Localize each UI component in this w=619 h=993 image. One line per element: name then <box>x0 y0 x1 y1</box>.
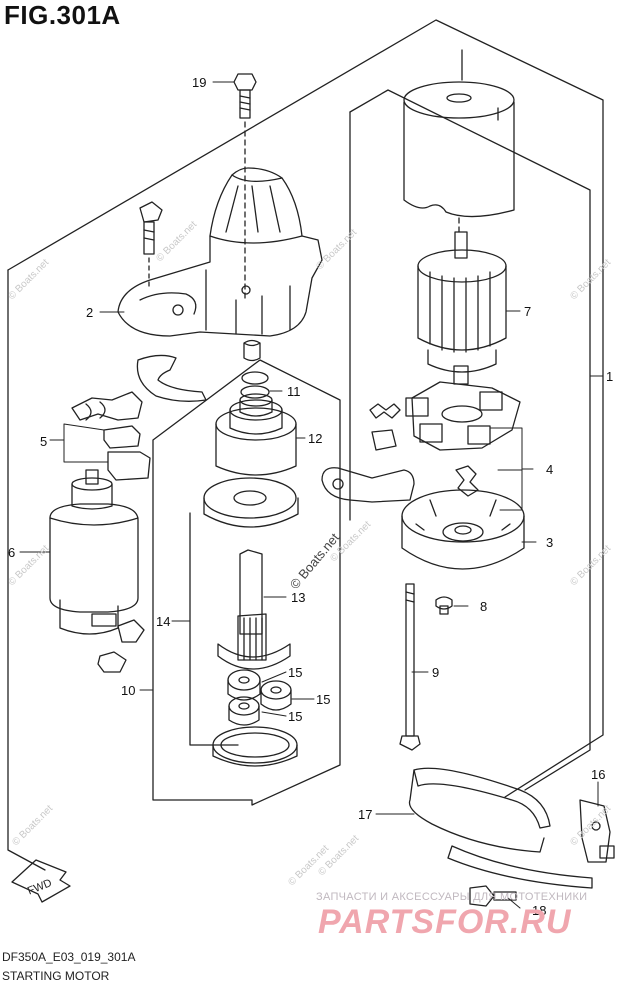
fwd-arrow-icon <box>11 859 71 903</box>
part-13-drive-shaft <box>217 549 291 670</box>
callout-15c: 15 <box>288 709 302 724</box>
part-4-brush-holder <box>321 381 521 503</box>
watermark: © Boats.net <box>568 543 613 588</box>
part-8-screw <box>435 596 453 615</box>
shop-logo: PARTSFOR.RU <box>318 903 572 941</box>
callout-4: 4 <box>546 462 553 477</box>
part-15-planetary-gears <box>227 669 292 726</box>
callout-5: 5 <box>40 434 47 449</box>
figure-code: DF350A_E03_019_301A <box>2 950 136 964</box>
motor-yoke <box>403 81 515 218</box>
clutch-housing <box>203 477 299 528</box>
solenoid-screw <box>139 201 163 255</box>
motor-outline <box>349 89 591 791</box>
part-16-bracket <box>579 799 615 863</box>
internal-gear-ring <box>212 726 298 767</box>
part-9-through-bolt <box>399 583 421 751</box>
clutch-bracket <box>189 512 239 746</box>
watermark: © Boats.net <box>154 219 199 264</box>
watermark: © Boats.net <box>314 227 359 272</box>
callout-12: 12 <box>308 431 322 446</box>
part-2-housing <box>117 167 323 337</box>
figure-subtitle: STARTING MOTOR <box>2 969 110 983</box>
callout-17: 17 <box>358 807 372 822</box>
callout-1: 1 <box>606 369 613 384</box>
part-3-end-cover <box>401 489 525 570</box>
watermark: © Boats.net <box>568 257 613 302</box>
part-11-washer <box>241 371 269 385</box>
watermark: © Boats.net <box>6 257 51 302</box>
part-18-bolt <box>469 885 517 907</box>
callout-15b: 15 <box>316 692 330 707</box>
callout-15a: 15 <box>288 665 302 680</box>
callout-13: 13 <box>291 590 305 605</box>
callout-numbers: 19 2 1 7 11 12 5 4 3 6 13 8 14 9 15 10 1… <box>8 75 613 918</box>
part-6-solenoid <box>49 469 145 673</box>
callout-9: 9 <box>432 665 439 680</box>
shop-note: ЗАПЧАСТИ И АКСЕССУАРЫ ДЛЯ МОТОТЕХНИКИ <box>316 891 588 903</box>
callout-14: 14 <box>156 614 170 629</box>
callout-11: 11 <box>287 384 301 399</box>
part-19-bolt <box>233 73 257 119</box>
part-7-armature <box>417 231 507 385</box>
callout-16: 16 <box>591 767 605 782</box>
part-5-spring-and-plunger <box>71 391 151 481</box>
part-12-pinion <box>215 393 297 476</box>
fwd-label: FWD <box>26 877 54 898</box>
assembly-outline <box>7 19 604 798</box>
callout-7: 7 <box>524 304 531 319</box>
callout-3: 3 <box>546 535 553 550</box>
bushing <box>243 339 261 362</box>
watermark: © Boats.net <box>568 803 613 848</box>
drive-group-outline <box>152 359 341 806</box>
callout-2: 2 <box>86 305 93 320</box>
callout-18: 18 <box>532 903 546 918</box>
watermark: © Boats.net <box>10 803 55 848</box>
shift-lever <box>136 354 207 402</box>
callout-19: 19 <box>192 75 206 90</box>
callout-10: 10 <box>121 683 135 698</box>
callout-8: 8 <box>480 599 487 614</box>
callout-6: 6 <box>8 545 15 560</box>
figure-title: FIG.301A <box>4 0 121 30</box>
part-17-strap <box>408 767 593 889</box>
